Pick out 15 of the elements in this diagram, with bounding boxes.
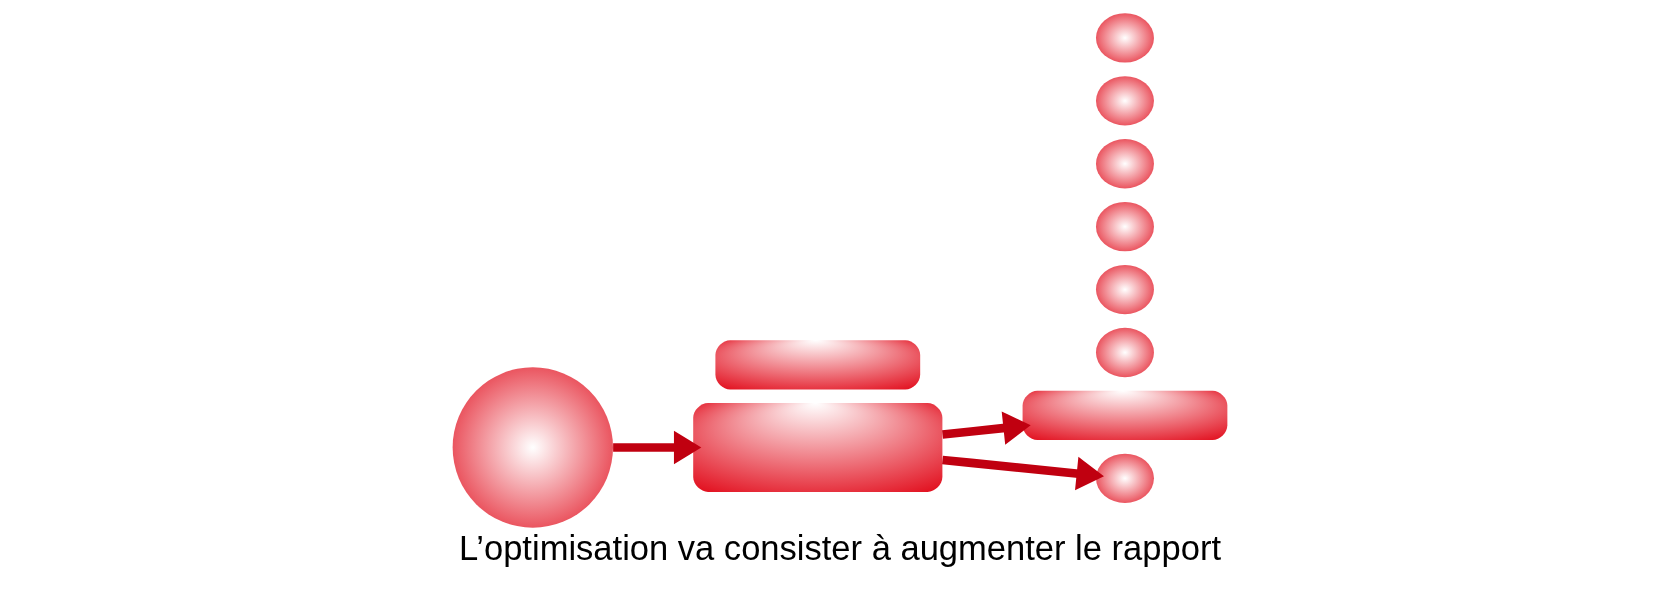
node-circle [1096, 453, 1154, 503]
node-circle [452, 367, 613, 528]
caption: L’optimisation va consister à augmenter le rapport [458, 529, 1222, 568]
node-circle [1096, 13, 1154, 63]
node-capsule [715, 340, 921, 390]
arrow [942, 411, 1031, 445]
node-capsule [693, 403, 943, 492]
node-circle [1096, 327, 1154, 378]
arrow [613, 430, 702, 465]
node-circle [1096, 139, 1154, 189]
arrow [942, 455, 1104, 491]
node-circle [1096, 202, 1154, 252]
node-circle [1096, 76, 1154, 126]
node-circle [1096, 264, 1154, 315]
node-capsule [1022, 390, 1228, 441]
